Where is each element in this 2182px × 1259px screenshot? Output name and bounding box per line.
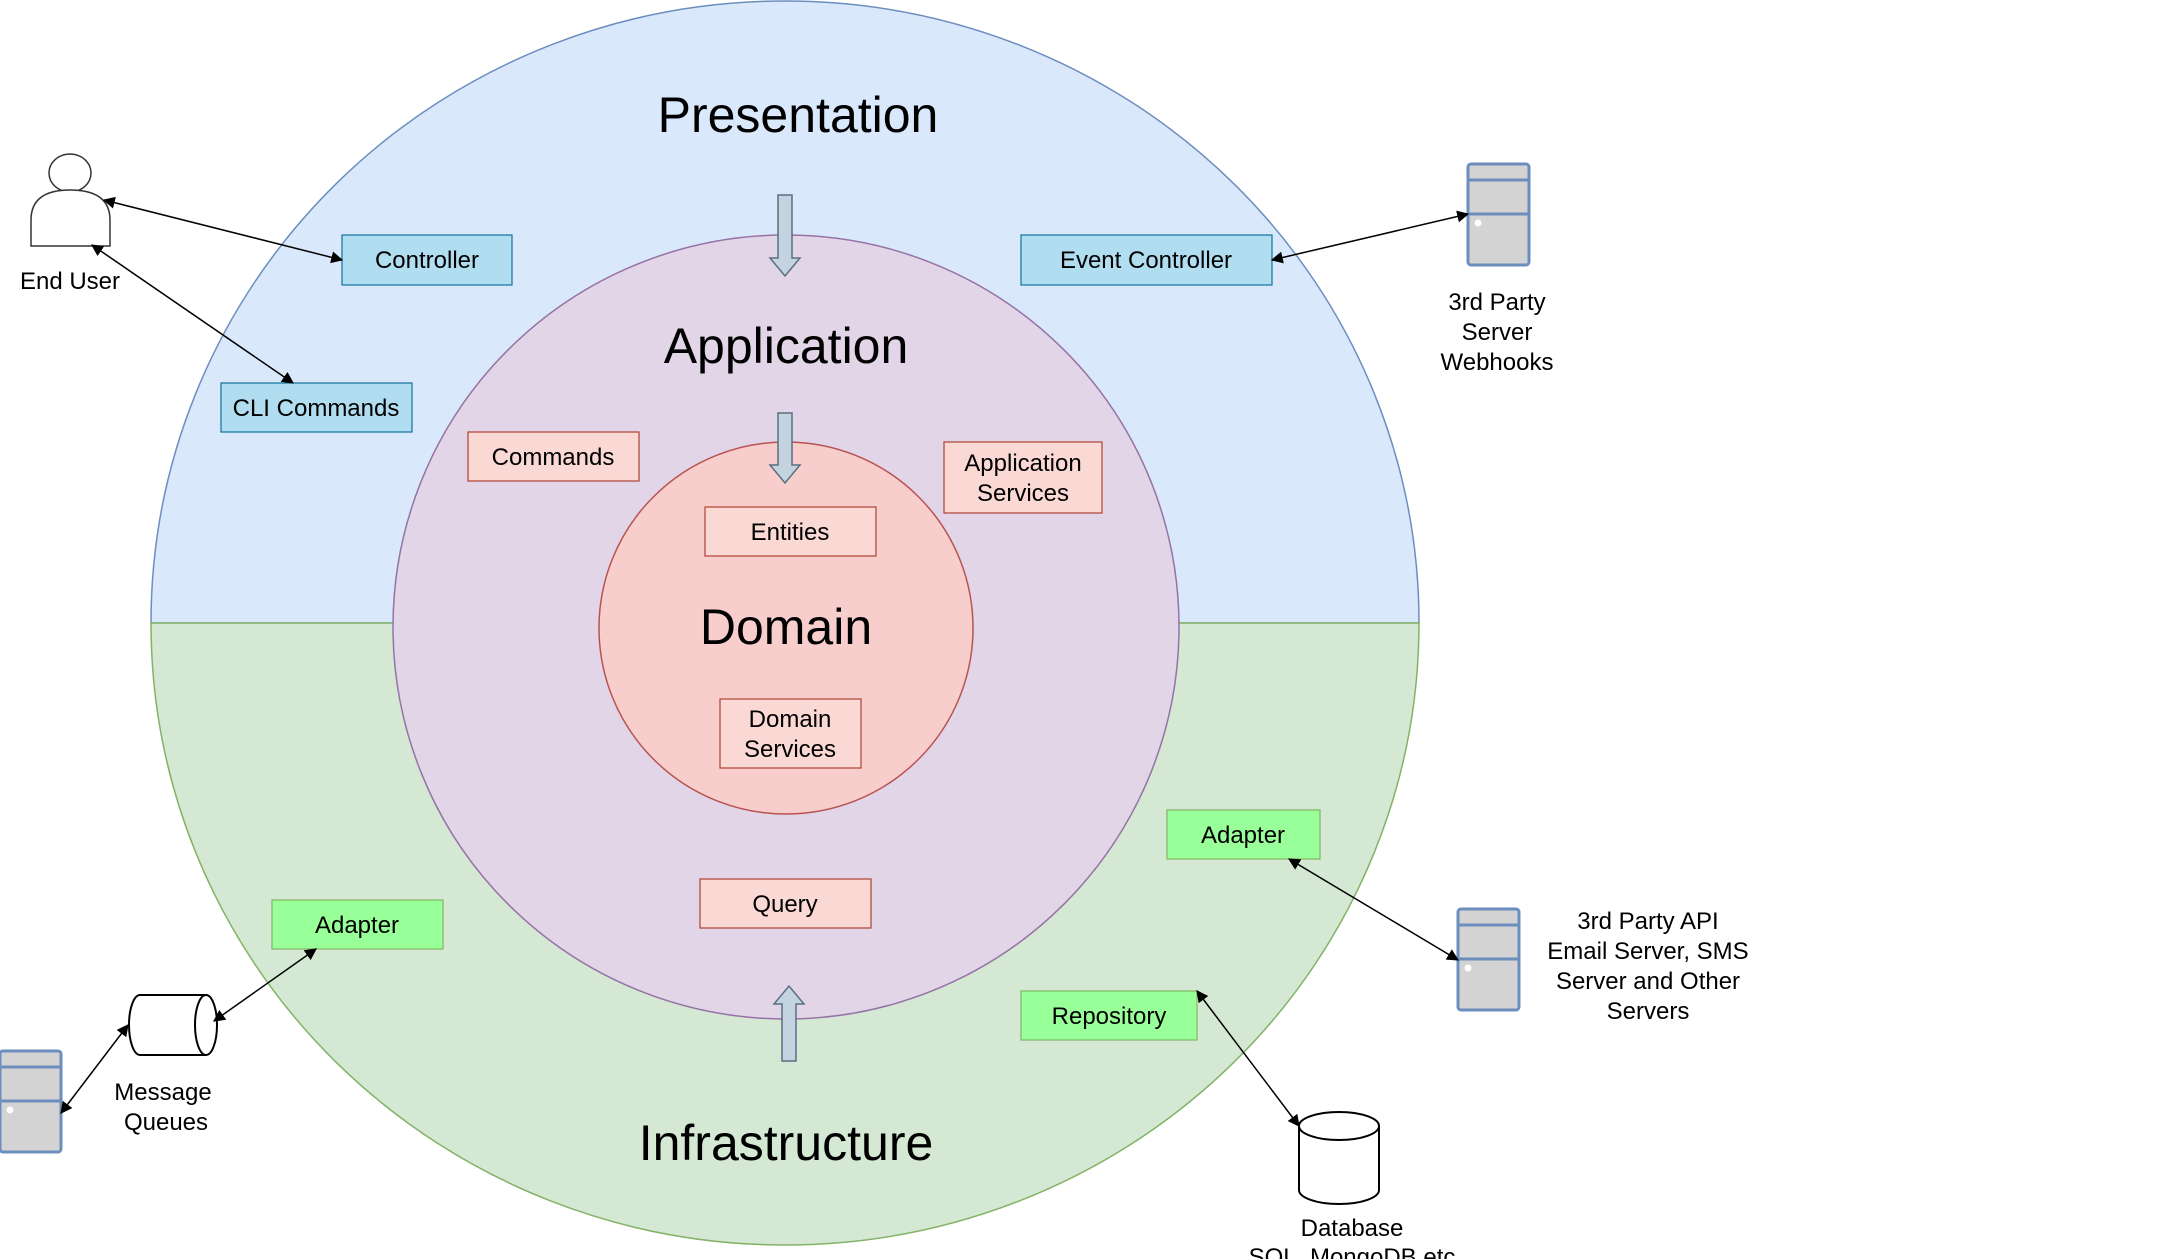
adapter-queue-connector <box>213 948 317 1022</box>
controller-box[interactable]: Controller <box>341 234 513 286</box>
adapter-left-label: Adapter <box>315 912 399 939</box>
webhook-server-label-line3: Webhooks <box>1441 349 1554 376</box>
user-controller-connector <box>102 196 344 264</box>
application-services-label-line1: Application <box>964 450 1081 477</box>
database-label-line2: SQL, MongoDB etc <box>1249 1244 1456 1259</box>
third-party-api-server: 3rd Party API Email Server, SMS Server a… <box>1456 907 1749 1025</box>
adapter-right-label: Adapter <box>1201 822 1285 849</box>
database-icon <box>1298 1126 1380 1205</box>
webhook-server-label-line2: Server <box>1462 319 1533 346</box>
end-user-label: End User <box>20 268 120 295</box>
third-party-api-label-line1: 3rd Party API <box>1577 908 1718 935</box>
application-to-domain-arrow <box>768 412 802 485</box>
presentation-title: Presentation <box>658 87 939 143</box>
repository-database-connector <box>1196 990 1300 1127</box>
domain-services-label-line1: Domain <box>749 706 832 733</box>
queue-server-connector <box>60 1024 129 1114</box>
domain-services-box[interactable]: Domain Services <box>719 698 862 769</box>
webhook-server-label-line1: 3rd Party <box>1448 289 1545 316</box>
entities-box[interactable]: Entities <box>704 506 877 557</box>
database-cylinder: Database SQL, MongoDB etc <box>1249 1111 1456 1259</box>
message-queue-server <box>0 1049 63 1154</box>
event-controller-webhook-connector <box>1270 210 1470 264</box>
event-controller-label: Event Controller <box>1060 247 1232 274</box>
adapter-left-box[interactable]: Adapter <box>271 899 444 950</box>
end-user-body-icon <box>30 189 111 247</box>
third-party-api-label-line4: Servers <box>1607 998 1690 1025</box>
application-services-label-line2: Services <box>977 480 1069 507</box>
user-cli-connector <box>91 244 294 384</box>
controller-label: Controller <box>375 247 479 274</box>
adapter-api-connector <box>1287 858 1460 961</box>
event-controller-box[interactable]: Event Controller <box>1020 234 1273 286</box>
entities-label: Entities <box>751 519 830 546</box>
third-party-api-label-line2: Email Server, SMS <box>1547 938 1748 965</box>
infrastructure-to-application-arrow <box>772 984 806 1062</box>
presentation-to-application-arrow <box>768 194 802 278</box>
repository-label: Repository <box>1052 1003 1167 1030</box>
cli-commands-label: CLI Commands <box>233 395 400 422</box>
cli-commands-box[interactable]: CLI Commands <box>220 382 413 433</box>
domain-services-label-line2: Services <box>744 736 836 763</box>
database-label-line1: Database <box>1301 1215 1404 1242</box>
commands-label: Commands <box>492 444 615 471</box>
webhook-server: 3rd Party Server Webhooks <box>1441 162 1554 376</box>
queue-icon <box>128 994 218 1056</box>
connectors <box>60 196 1470 1127</box>
third-party-api-label-line3: Server and Other <box>1556 968 1740 995</box>
query-label: Query <box>752 891 817 918</box>
infrastructure-title: Infrastructure <box>639 1115 934 1171</box>
message-queue-cylinder: Message Queues <box>114 994 218 1136</box>
message-queues-label-line1: Message <box>114 1079 211 1106</box>
commands-box[interactable]: Commands <box>467 431 640 482</box>
application-title: Application <box>664 318 909 374</box>
end-user-actor: End User <box>20 153 120 295</box>
adapter-right-box[interactable]: Adapter <box>1166 809 1321 860</box>
end-user-head-icon <box>48 153 92 193</box>
query-box[interactable]: Query <box>699 878 872 929</box>
application-services-box[interactable]: Application Services <box>943 441 1103 514</box>
repository-box[interactable]: Repository <box>1020 990 1198 1041</box>
domain-title: Domain <box>700 599 872 655</box>
message-queues-label-line2: Queues <box>124 1109 208 1136</box>
